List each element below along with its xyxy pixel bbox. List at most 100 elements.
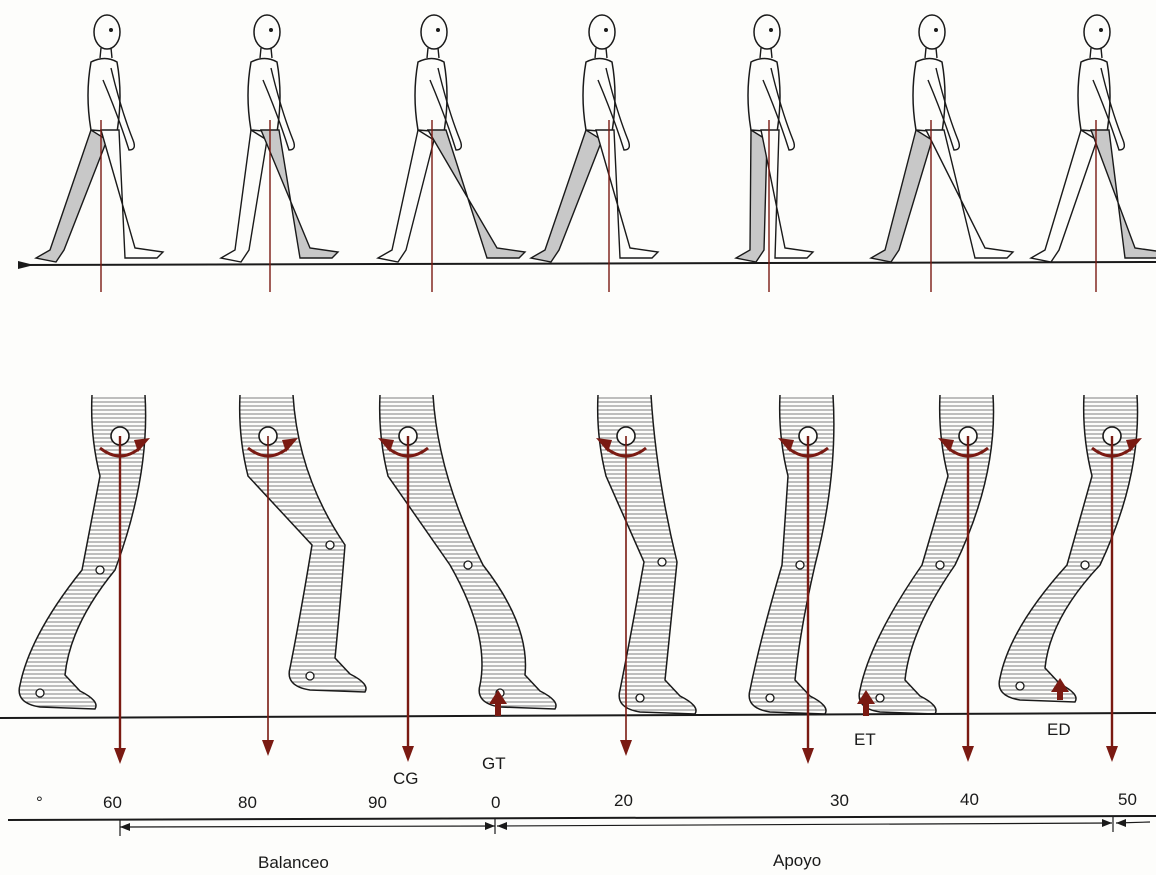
gravity-arrow-icon <box>620 740 632 756</box>
leg-outline <box>598 395 696 714</box>
figure-front-leg <box>261 130 338 258</box>
walking-figure <box>221 15 338 292</box>
gravity-arrow-icon <box>402 746 414 762</box>
scale-tick: 30 <box>830 791 849 810</box>
figure-back-leg <box>221 130 267 262</box>
gt-arrow-shaft <box>495 702 501 716</box>
phase-label-swing: Balanceo <box>258 853 329 872</box>
leg-phase <box>859 395 993 762</box>
scale-tick: 40 <box>960 790 979 809</box>
ankle-joint-marker <box>636 694 644 702</box>
top-ground-line <box>18 262 1156 265</box>
gravity-arrow-icon <box>802 748 814 764</box>
gravity-arrow-icon <box>262 740 274 756</box>
leg-phase <box>596 395 696 756</box>
figure-ear <box>436 28 440 32</box>
label-ed: ED <box>1047 720 1071 739</box>
walking-figure <box>871 15 1013 292</box>
stance-span-line <box>497 823 1112 826</box>
figure-ear <box>604 28 608 32</box>
gravity-arrow-icon <box>1106 746 1118 762</box>
leg-phase <box>240 395 366 756</box>
ground-arrow-icon <box>18 261 34 269</box>
ankle-joint-marker <box>766 694 774 702</box>
figure-head <box>589 15 615 49</box>
label-et: ET <box>854 730 876 749</box>
leg-phase <box>19 395 150 764</box>
figure-torso <box>1078 59 1110 133</box>
ankle-joint-marker <box>1016 682 1024 690</box>
knee-joint-marker <box>1081 561 1089 569</box>
figure-front-leg <box>926 130 1013 258</box>
next-cycle-arrow-icon <box>1116 819 1126 827</box>
walking-figure <box>531 15 658 292</box>
walking-figure <box>378 15 525 292</box>
knee-joint-marker <box>658 558 666 566</box>
gravity-arrow-icon <box>962 746 974 762</box>
figure-head <box>421 15 447 49</box>
figure-torso <box>248 59 280 133</box>
figure-torso <box>583 59 615 133</box>
leg-phase <box>749 395 834 764</box>
figure-back-leg <box>36 130 107 262</box>
phase-label-stance: Apoyo <box>773 851 821 870</box>
knee-joint-marker <box>464 561 472 569</box>
stance-start-arrow-icon <box>497 822 507 830</box>
figure-back-leg <box>378 130 434 262</box>
knee-joint-marker <box>936 561 944 569</box>
figure-head <box>1084 15 1110 49</box>
leg-phase <box>378 395 556 762</box>
ankle-joint-marker <box>876 694 884 702</box>
knee-joint-marker <box>326 541 334 549</box>
figure-head <box>754 15 780 49</box>
figure-torso <box>748 59 780 133</box>
swing-end-arrow-icon <box>485 822 495 830</box>
figure-ear <box>109 28 113 32</box>
scale-tick: 90 <box>368 793 387 812</box>
swing-span-line <box>120 826 495 827</box>
figure-back-leg <box>871 130 932 262</box>
leg-phases-row <box>0 395 1156 764</box>
figure-ear <box>769 28 773 32</box>
scale-tick: 60 <box>103 793 122 812</box>
walking-figure <box>736 15 813 292</box>
leg-phase <box>999 395 1142 762</box>
figure-back-leg <box>736 130 767 262</box>
scale-tick: 0 <box>491 793 500 812</box>
bottom-ground-line <box>0 713 1156 718</box>
ankle-joint-marker <box>36 689 44 697</box>
scale-tick: 80 <box>238 793 257 812</box>
figure-front-leg <box>428 130 525 258</box>
gait-cycle-scale: ° 60 80 90 0 20 30 40 50 Balanceo Apoy <box>8 790 1156 872</box>
walking-figure <box>36 15 163 292</box>
label-cg: CG <box>393 769 419 788</box>
figure-ear <box>934 28 938 32</box>
walking-figures-row <box>18 15 1156 292</box>
leg-outline <box>240 395 366 692</box>
degree-marker: ° <box>36 793 43 812</box>
walking-figure <box>1031 15 1156 292</box>
figure-torso <box>415 59 447 133</box>
scale-axis-line <box>8 816 1156 820</box>
knee-joint-marker <box>796 561 804 569</box>
swing-start-arrow-icon <box>120 823 130 831</box>
figure-back-leg <box>531 130 602 262</box>
ankle-joint-marker <box>306 672 314 680</box>
et-arrow-shaft <box>863 702 869 716</box>
figure-back-leg <box>1031 130 1097 262</box>
figure-head <box>94 15 120 49</box>
figure-torso <box>913 59 945 133</box>
figure-torso <box>88 59 120 133</box>
gravity-arrow-icon <box>114 748 126 764</box>
stance-end-arrow-icon <box>1102 819 1112 827</box>
figure-ear <box>269 28 273 32</box>
knee-joint-marker <box>96 566 104 574</box>
scale-tick: 20 <box>614 791 633 810</box>
label-gt: GT <box>482 754 506 773</box>
figure-head <box>919 15 945 49</box>
figure-ear <box>1099 28 1103 32</box>
figure-head <box>254 15 280 49</box>
scale-tick: 50 <box>1118 790 1137 809</box>
